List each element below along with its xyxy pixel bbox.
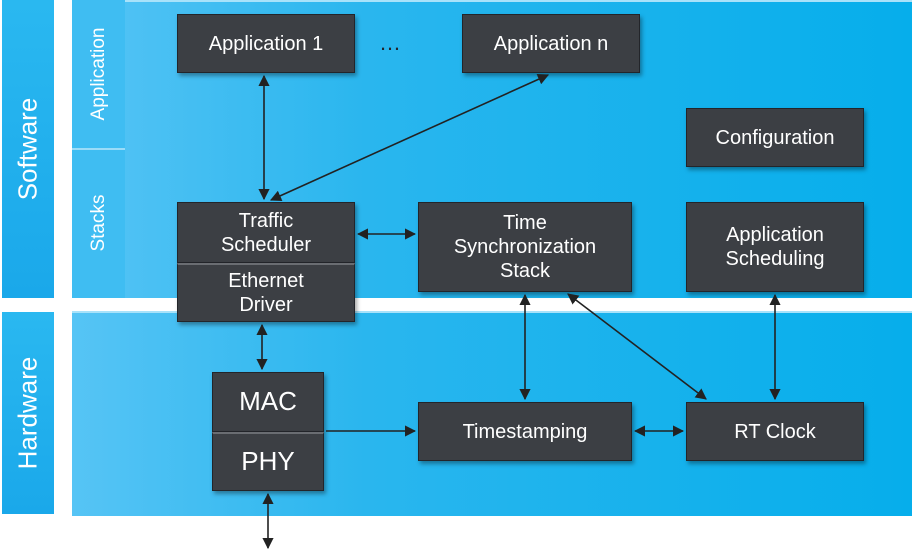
arrow-appn-traffic-scheduler	[269, 74, 550, 201]
application-1-box: Application 1	[177, 14, 355, 73]
ellipsis: …	[379, 30, 403, 55]
traffic-scheduler-box: Traffic Scheduler	[177, 202, 355, 263]
configuration-box: Configuration	[686, 108, 864, 167]
sublayer-divider	[72, 148, 125, 150]
application-scheduling-box: Application Scheduling	[686, 202, 864, 292]
software-band	[2, 0, 54, 298]
rt-clock-box: RT Clock	[686, 402, 864, 461]
arrow-time-sync-rt-clock	[567, 293, 707, 400]
mac-box: MAC	[212, 372, 324, 432]
ethernet-driver-box: Ethernet Driver	[177, 263, 355, 322]
application-strip	[72, 0, 125, 148]
phy-box: PHY	[212, 432, 324, 491]
time-synchronization-stack-box: Time Synchronization Stack	[418, 202, 632, 292]
hardware-band	[2, 312, 54, 514]
stacks-strip	[72, 150, 125, 298]
application-n-box: Application n	[462, 14, 640, 73]
timestamping-box: Timestamping	[418, 402, 632, 461]
